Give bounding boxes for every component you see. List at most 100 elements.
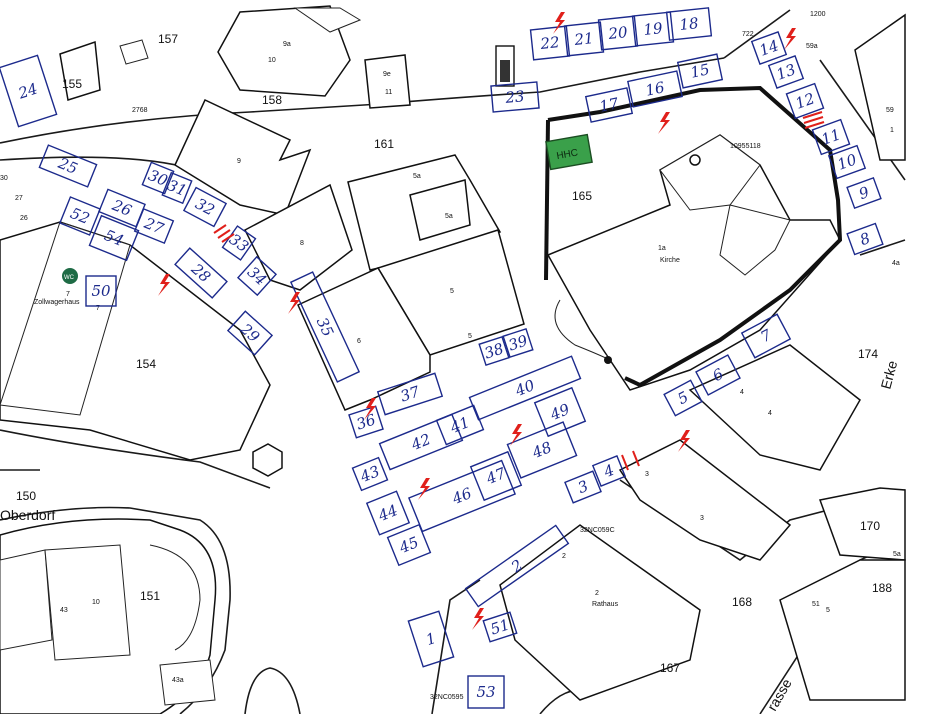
stall-43: 43	[351, 456, 389, 492]
parcel-154: 154	[136, 357, 156, 371]
stall-number: 22	[539, 33, 561, 53]
stall-number: 15	[689, 60, 711, 82]
stall-outline	[676, 53, 724, 89]
parcel-numbers: 157 155 158 161 165 154 174 150 151 168 …	[16, 32, 892, 675]
parcel-174: 174	[858, 347, 878, 361]
power-bolt-icon	[418, 478, 430, 500]
svg-text:6: 6	[357, 338, 361, 345]
stall-number: 26	[109, 196, 135, 220]
svg-text:9: 9	[237, 158, 241, 165]
svg-text:HHC: HHC	[556, 148, 579, 163]
stall-18: 18	[665, 7, 713, 41]
stall-11: 11	[811, 118, 851, 156]
stall-number: 9	[856, 183, 872, 203]
parcel-188: 188	[872, 581, 892, 595]
stall-number: 14	[757, 36, 781, 59]
svg-text:Kirche: Kirche	[660, 257, 680, 264]
stall-outline	[174, 247, 228, 299]
stall-12: 12	[785, 82, 825, 120]
stall-9: 9	[846, 176, 882, 210]
stall-outline	[785, 82, 825, 120]
parcel-168: 168	[732, 595, 752, 609]
stall-15: 15	[676, 53, 724, 89]
stall-50: 50	[85, 275, 117, 307]
svg-text:4: 4	[740, 389, 744, 396]
stall-outline	[502, 327, 534, 359]
parcel-157: 157	[158, 32, 178, 46]
stall-outline	[88, 214, 140, 262]
stall-21: 21	[563, 21, 605, 57]
stall-number: 28	[187, 259, 214, 286]
stall-number: 40	[512, 376, 538, 400]
stall-number: 44	[375, 501, 400, 525]
stall-outline	[490, 81, 540, 113]
svg-text:5: 5	[450, 288, 454, 295]
svg-text:2: 2	[595, 590, 599, 597]
stall-number: 23	[504, 87, 526, 107]
stall-number: 54	[102, 226, 126, 250]
stall-17: 17	[584, 87, 634, 123]
parcel-170: 170	[860, 519, 880, 533]
stall-number: 18	[679, 14, 700, 34]
svg-text:51: 51	[812, 601, 820, 608]
stall-number: 1	[424, 629, 439, 649]
stall-number: 17	[598, 94, 621, 116]
stall-13: 13	[767, 55, 805, 89]
stall-22: 22	[529, 25, 571, 61]
stall-number: 45	[396, 533, 421, 557]
svg-text:7: 7	[66, 291, 70, 298]
stall-number: 43	[357, 462, 382, 486]
svg-text:10955118: 10955118	[730, 143, 761, 150]
stall-outline	[407, 610, 455, 668]
stall-number: 49	[547, 400, 573, 424]
stall-outline	[407, 459, 517, 533]
street-oberdorf: Oberdorf	[0, 507, 55, 523]
svg-text:5a: 5a	[893, 551, 901, 558]
power-bolt-icon	[678, 430, 690, 452]
svg-text:5a: 5a	[445, 213, 453, 220]
stall-outline	[663, 379, 703, 417]
stall-number: 5	[675, 388, 692, 408]
parcel-151: 151	[140, 589, 160, 603]
stall-10: 10	[827, 144, 867, 180]
svg-text:11: 11	[385, 89, 392, 96]
house-numbers: 9a 10 9e 11 9 8 5a 5a 5 5 6 1a Kirche 4 …	[0, 11, 901, 701]
stall-outline	[564, 470, 602, 504]
parcel-161: 161	[374, 137, 394, 151]
stall-outline	[38, 144, 98, 188]
stall-outline	[597, 15, 639, 51]
svg-text:9a: 9a	[283, 41, 291, 48]
stall-23: 23	[490, 81, 540, 113]
svg-text:43: 43	[60, 607, 68, 614]
stall-outline	[631, 11, 675, 47]
stall-outline	[506, 421, 578, 479]
svg-text:59: 59	[886, 107, 894, 114]
stall-number: 4	[600, 461, 617, 482]
stall-outline	[846, 222, 884, 256]
stall-outline	[376, 372, 444, 416]
stall-number: 8	[857, 229, 872, 249]
stall-outline	[236, 255, 278, 297]
stall-number: 21	[573, 29, 595, 49]
stall-20: 20	[597, 15, 639, 51]
wc-marker-icon: WC	[62, 268, 78, 284]
stall-36: 36	[348, 405, 384, 439]
stall-outline	[133, 207, 175, 245]
stall-outline	[226, 310, 274, 356]
street-erke: Erke	[877, 359, 900, 391]
stall-number: 24	[15, 79, 40, 102]
stall-outline	[386, 523, 432, 567]
svg-text:Zollwagerhaus: Zollwagerhaus	[34, 299, 80, 306]
svg-text:3: 3	[645, 471, 649, 478]
stall-number: 13	[774, 60, 798, 83]
svg-text:9e: 9e	[383, 71, 391, 78]
stall-outline	[827, 144, 867, 180]
stall-outline	[464, 524, 570, 608]
stall-38: 38	[478, 335, 510, 367]
svg-text:7: 7	[96, 305, 100, 312]
stall-54: 54	[88, 214, 140, 262]
stall-44: 44	[365, 490, 411, 536]
stall-outline	[740, 313, 792, 359]
svg-text:4a: 4a	[892, 260, 900, 267]
power-markers	[158, 12, 796, 630]
